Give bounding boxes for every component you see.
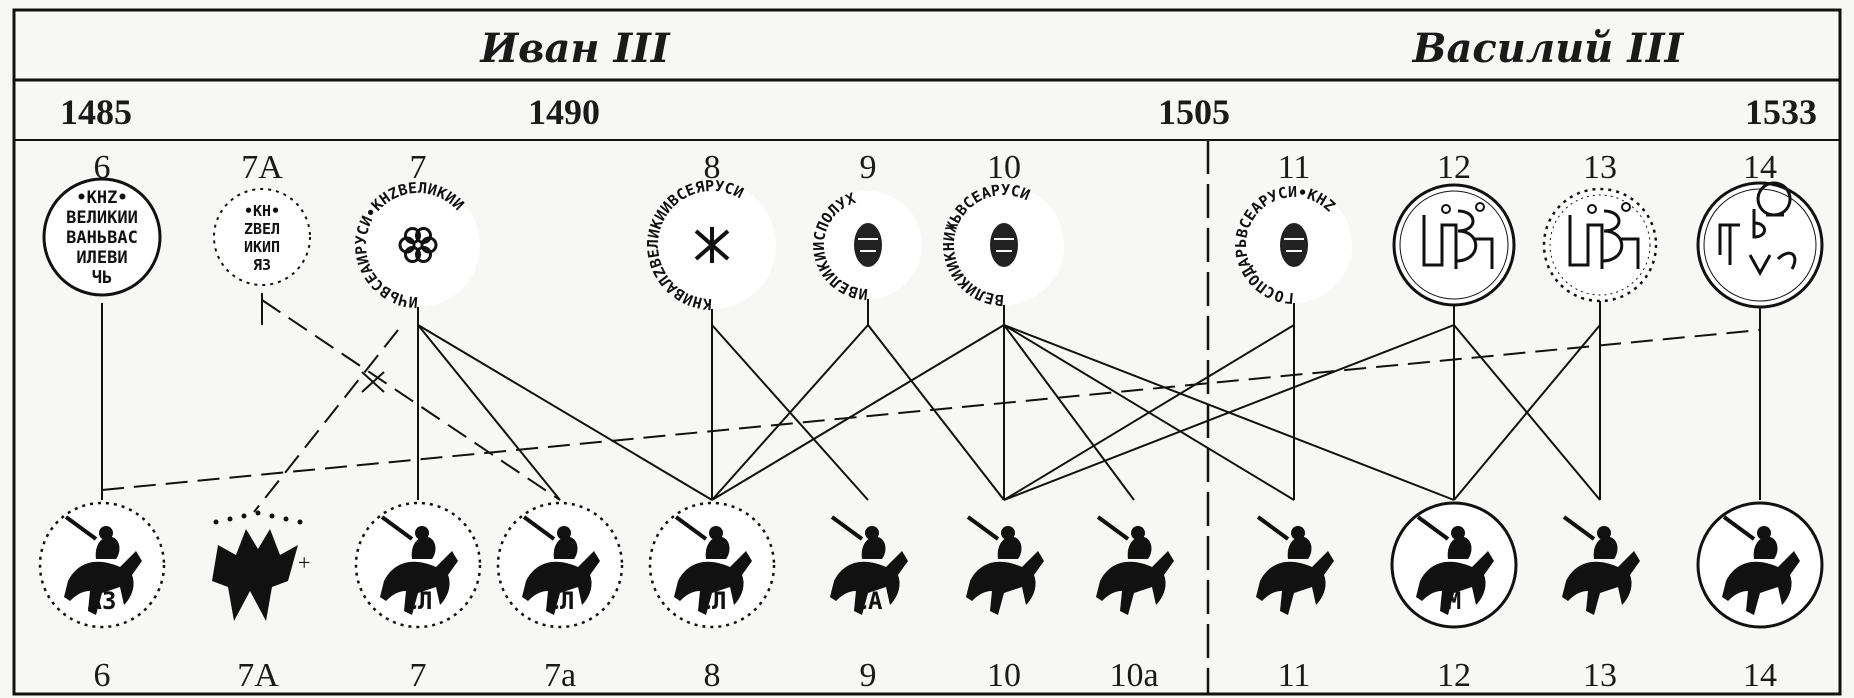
die-link-line [1003,324,1295,501]
cross-mark [361,371,385,393]
coin-inscription-line: •КН• [244,202,280,220]
obverse-number: 11 [1278,149,1311,186]
reverse-coin-11 [1256,515,1334,615]
dashed-link-line [101,329,1761,491]
obverse-number: 8 [704,149,721,186]
die-link-line [711,324,869,501]
obverse-number: 7 [410,149,427,186]
reverse-number: 14 [1743,657,1777,694]
obverse-coin-12 [1392,183,1516,325]
reverse-number: 9 [860,657,877,694]
reverse-coin-12: М [1390,501,1518,629]
dashed-link-line [253,329,399,513]
reverse-coin-7A: + [212,510,310,621]
reverse-number: 7A [237,657,279,694]
reverse-mint-mark: СА [854,587,883,615]
outer-frame [12,8,1842,696]
coin-inscription-line: ИЛЕВИ [76,248,127,268]
link-lines [101,299,1761,513]
obverse-number: 14 [1743,149,1777,186]
year-label: 1505 [1158,92,1230,132]
reverse-mint-mark: М [1447,587,1461,615]
die-link-line [867,324,1005,501]
coin-inscription-line: ЧЬ [92,268,112,288]
reverse-number: 10 [987,657,1021,694]
die-link-line [1453,324,1601,501]
obverse-number: 6 [94,149,111,186]
die-link-line [1003,324,1135,501]
reverse-row: АЗ + СЛ СЛ СЛ СА М [38,501,1824,629]
obverse-coin-7: ИЧЬВСЕАИРУСИ•КНZВЕЛИКИИ [352,179,480,325]
obverse-coin-9: ИВЕЛИКИИСПОЛУХ [810,189,922,325]
reverse-coin-13 [1562,515,1640,615]
reverse-mint-mark: АЗ [88,587,117,615]
reverse-number: 8 [704,657,721,694]
coin-inscription-line: ИКИП [244,238,280,256]
coin-inscription-line: •КНZ• [76,188,127,208]
reverse-coin-10 [966,515,1044,615]
die-link-line [417,324,561,501]
die-link-line [417,324,713,501]
coin-inscription-line: ВАНЬВАС [66,228,138,248]
reverse-coin-9: СА [830,515,908,615]
obverse-coin-11: ГОСПОДАРЬВСЕАРУСИ•КНZ [1232,183,1352,325]
obverse-number: 9 [860,149,877,186]
obverse-coin-14 [1696,181,1824,325]
reverse-number: 7a [544,657,576,694]
die-link-line [1003,324,1455,501]
reverse-coin-7: СЛ [354,501,482,629]
obverse-coin-10: ВЕЛИКИИКНИЖЬВСЕАРУСИ [940,181,1064,325]
obverse-number: 10 [987,149,1021,186]
reverse-number: 12 [1437,657,1471,694]
reverse-number: 7 [410,657,427,694]
reverse-number: 6 [94,657,111,694]
reverse-coin-6: АЗ [38,501,166,629]
year-label: 1533 [1745,92,1817,132]
obverse-number: 7A [241,149,283,186]
obverse-coin-8: КНИВАЛZВЕЛИКИИВСЕЯРУСИ [644,177,776,325]
coin-inscription-line: ZВЕЛ [244,220,280,238]
coin-inscription-line: ЯЗ [253,256,271,274]
reverse-coin-8: СЛ [648,501,776,629]
number-labels: 6 7A 7 8 9 10 11 12 13 14 6 7A 7 7a 8 9 10 10a 11 12 13 14 [94,149,1778,694]
reverse-number: 10a [1109,657,1158,694]
dashed-link-line [261,299,561,501]
reverse-coin-14 [1696,501,1824,629]
obverse-number: 12 [1437,149,1471,186]
reverse-mint-mark: СЛ [404,587,433,615]
svg-text:+: + [298,550,310,575]
die-link-line [711,324,1005,501]
reverse-coin-7a: СЛ [496,501,624,629]
year-label: 1485 [60,92,132,132]
reverse-number: 13 [1583,657,1617,694]
ruler-name-left: Иван III [479,25,670,72]
obverse-number: 13 [1583,149,1617,186]
coin-inscription-line: ВЕЛИКИИ [66,208,138,228]
reverse-mint-mark: СЛ [698,587,727,615]
ruler-name-right: Василий III [1412,25,1685,72]
reverse-coin-10a [1096,515,1174,615]
year-label: 1490 [528,92,600,132]
obverse-coin-13 [1542,187,1658,325]
reverse-mint-mark: СЛ [546,587,575,615]
reverse-number: 11 [1278,657,1311,694]
